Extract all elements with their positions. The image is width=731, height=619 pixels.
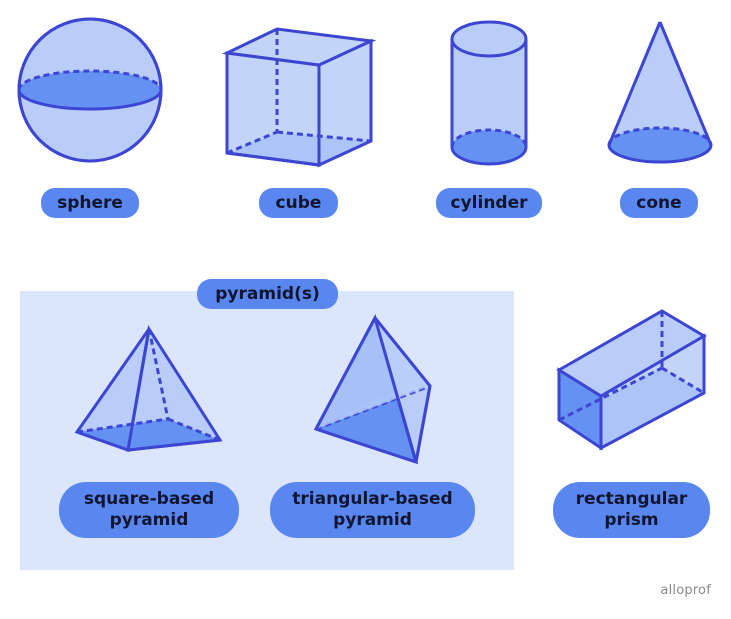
cylinder-bottom-back (450, 128, 528, 148)
cone-side-left (607, 21, 662, 146)
label-cone: cone (620, 188, 698, 218)
triangular-pyramid-edge-left (314, 317, 377, 430)
cylinder-bottom (452, 130, 526, 164)
sphere-outline (17, 17, 163, 163)
triangular-pyramid-edge-bottom (315, 427, 417, 464)
prism-top-face (556, 309, 707, 398)
square-pyramid-base (77, 419, 220, 450)
sphere-equator-back (17, 69, 163, 91)
label-triangular-based-pyramid: triangular-based pyramid (270, 482, 475, 538)
cylinder-top (450, 20, 528, 58)
label-square-based-pyramid-line2: pyramid (109, 510, 189, 530)
square-pyramid-front-edge (126, 328, 151, 451)
label-rectangular-prism-line1: rectangular (575, 489, 688, 509)
label-triangular-based-pyramid-line1: triangular-based (292, 489, 453, 509)
brand-logo: alloprof (660, 583, 711, 598)
label-sphere: sphere (41, 188, 139, 218)
cone-base-back (607, 126, 713, 146)
cube-edge-bottom-front (226, 151, 320, 167)
triangular-pyramid-edge-top (373, 317, 432, 387)
label-cylinder: cylinder (436, 188, 542, 218)
label-cube: cube (259, 188, 338, 218)
square-pyramid-hidden-edge-1 (147, 328, 170, 420)
cube-hidden-edge-2 (226, 130, 278, 155)
cylinder-bottom-front (450, 146, 528, 166)
cube-top-face (221, 27, 377, 67)
label-triangular-based-pyramid-line2: pyramid (333, 510, 412, 530)
prism-hidden-edge-3 (661, 366, 705, 395)
square-pyramid-hidden-edge-2 (76, 417, 169, 434)
cube-hidden-edge-3 (276, 130, 372, 143)
triangular-pyramid-upper-face (316, 318, 430, 429)
cone-base (609, 128, 711, 162)
label-rectangular-prism-line2: prism (604, 510, 659, 530)
triangular-pyramid-edge-right (414, 385, 432, 463)
label-square-based-pyramid-line1: square-based (83, 489, 215, 509)
cone-base-front (607, 144, 713, 164)
label-square-based-pyramid: square-based pyramid (59, 482, 239, 538)
sphere-equator-front-line (17, 89, 163, 111)
triangular-pyramid-edge-front (373, 317, 418, 463)
label-pyramids-group: pyramid(s) (197, 279, 338, 309)
cone-side-right (658, 21, 713, 146)
cone-body (609, 22, 711, 145)
label-rectangular-prism: rectangular prism (553, 482, 710, 538)
sphere-equator-front (19, 90, 161, 109)
